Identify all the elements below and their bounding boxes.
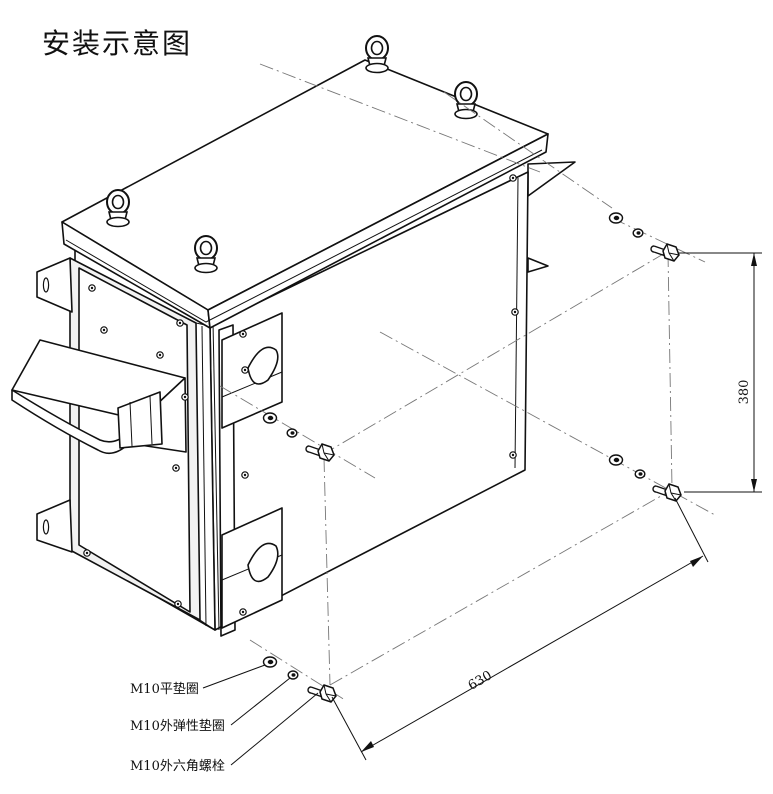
eyebolt-icon	[365, 35, 389, 74]
flat-washer-icon	[608, 212, 624, 224]
flat-washer-icon	[262, 656, 278, 668]
side-gusset	[527, 257, 549, 273]
fastener-set-lower-right	[608, 454, 682, 502]
eyebolt-icon	[106, 189, 130, 228]
flat-washer-icon	[262, 412, 278, 424]
dimension-width-label: 630	[466, 668, 495, 693]
left-tab-lower	[36, 499, 73, 553]
hex-bolt-icon	[307, 684, 337, 703]
left-tab-upper	[36, 257, 73, 313]
dimension-height: 380	[678, 252, 762, 493]
label-spring-washer: M10外弹性垫圈	[130, 718, 225, 734]
centerlines	[219, 63, 716, 701]
top-gusset	[527, 161, 576, 197]
eyebolt-icon	[194, 235, 218, 274]
cabinet	[11, 35, 576, 637]
part-callouts: M10平垫圈 M10外弹性垫圈 M10外六角螺栓	[130, 664, 319, 774]
fastener-set-upper-right	[608, 212, 680, 262]
label-hex-bolt: M10外六角螺栓	[130, 759, 225, 774]
flat-washer-icon	[608, 454, 624, 466]
spring-washer-icon	[286, 428, 298, 438]
dimension-height-label: 380	[737, 380, 752, 405]
spring-washer-icon	[634, 469, 646, 479]
spring-washer-icon	[632, 228, 644, 238]
page-title: 安装示意图	[42, 27, 193, 60]
hex-bolt-icon	[652, 483, 682, 502]
label-flat-washer: M10平垫圈	[130, 681, 199, 697]
fastener-set-lower-left	[262, 656, 337, 703]
